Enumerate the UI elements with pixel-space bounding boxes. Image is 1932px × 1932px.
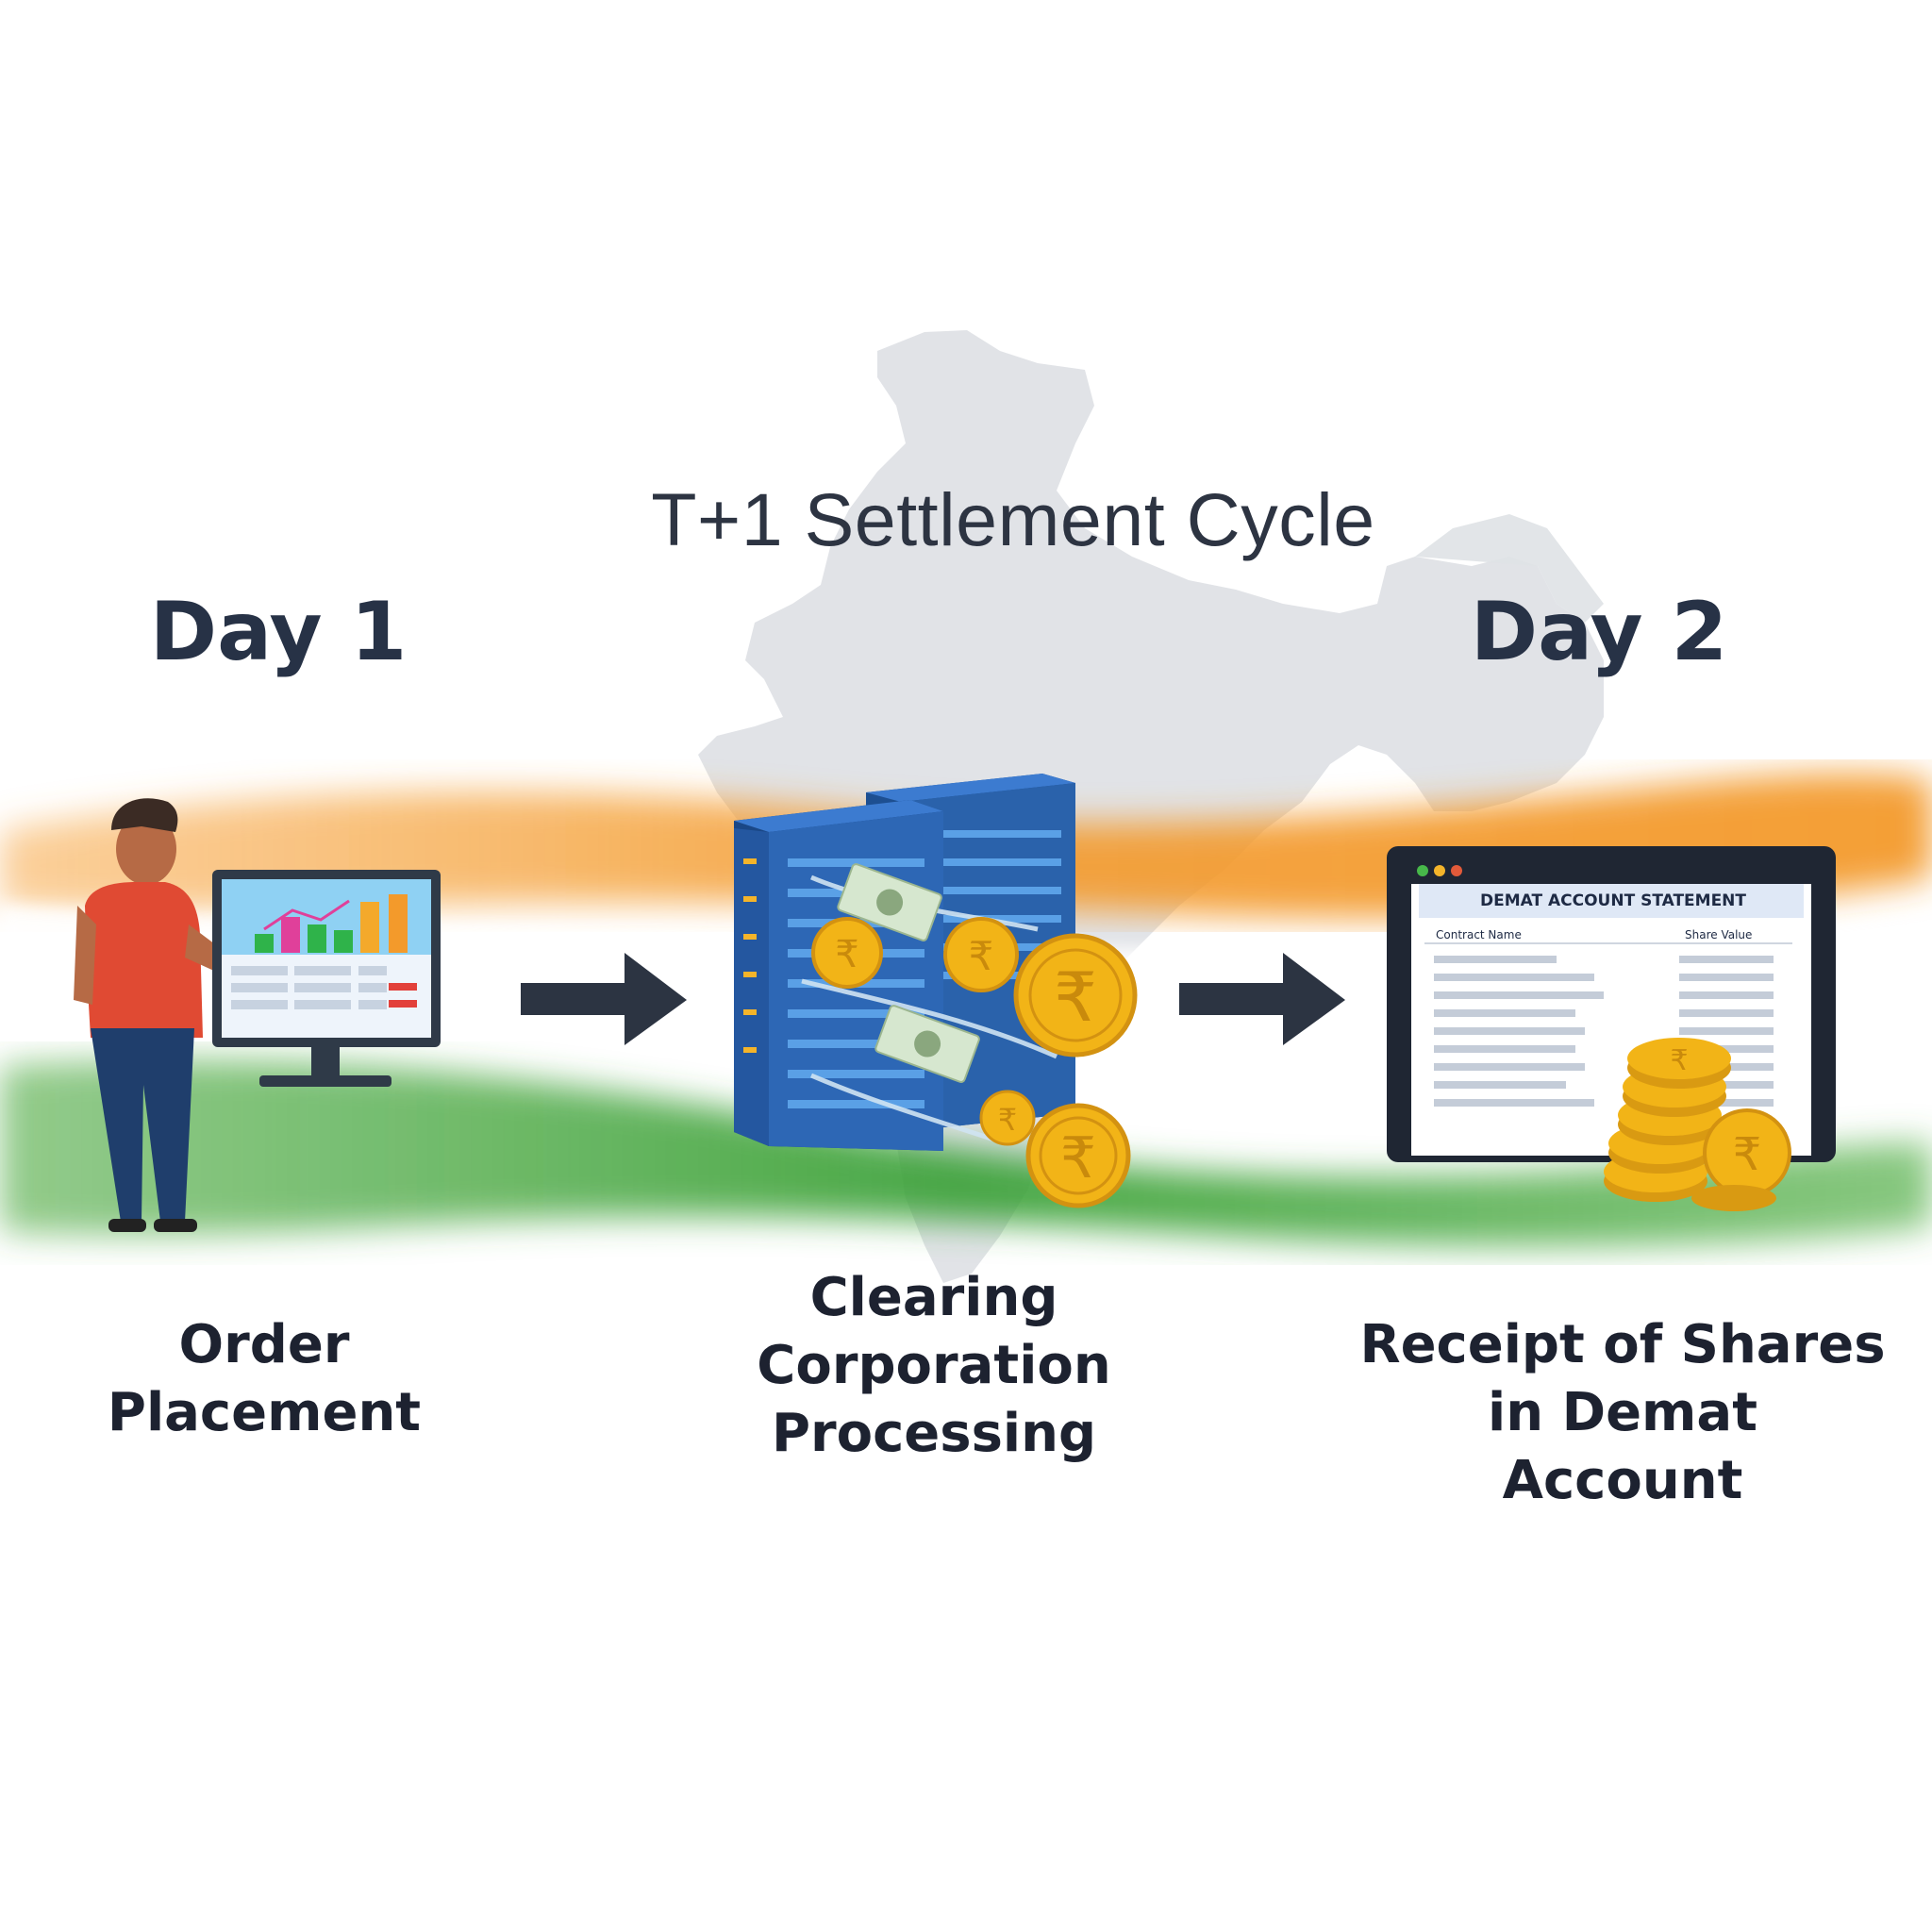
banknote-icon (837, 863, 942, 941)
rupee-coin-icon-2: ₹ (943, 917, 1019, 992)
green-wave (0, 1059, 1932, 1246)
svg-text:₹: ₹ (1733, 1128, 1762, 1181)
svg-text:₹: ₹ (835, 933, 858, 976)
monitor-icon (212, 870, 441, 1087)
statement-col-right: Share Value (1685, 928, 1753, 941)
rupee-coin-icon-5: ₹ (1025, 1103, 1131, 1208)
svg-text:₹: ₹ (1060, 1125, 1096, 1191)
banknote-icon-2 (874, 1005, 980, 1083)
person-icon (74, 798, 279, 1232)
statement-col-left: Contract Name (1436, 928, 1522, 941)
step-receipt-shares: Receipt of Shares in Demat Account (1359, 1314, 1886, 1511)
rupee-coin-icon-3: ₹ (1013, 933, 1138, 1058)
rupee-coin-icon-4: ₹ (979, 1090, 1036, 1146)
rupee-coin-icon: ₹ (811, 917, 883, 989)
svg-text:₹: ₹ (998, 1102, 1017, 1138)
diagram-title: T+1 Settlement Cycle (651, 477, 1375, 561)
step-clearing-processing: Clearing Corporation Processing (757, 1267, 1111, 1464)
svg-text:₹: ₹ (1670, 1044, 1688, 1077)
step-order-placement: Order Placement (107, 1314, 422, 1443)
day-2-label: Day 2 (1470, 585, 1728, 679)
day-1-label: Day 1 (149, 585, 408, 679)
statement-title: DEMAT ACCOUNT STATEMENT (1479, 891, 1747, 910)
arrow-right-icon (521, 953, 687, 1045)
map-northeast (1415, 514, 1604, 623)
arrow-right-icon-2 (1179, 953, 1345, 1045)
svg-text:₹: ₹ (969, 933, 994, 979)
rupee-coin-stack-icon: ₹ ₹ (1604, 1038, 1791, 1211)
svg-text:₹: ₹ (1054, 958, 1097, 1037)
